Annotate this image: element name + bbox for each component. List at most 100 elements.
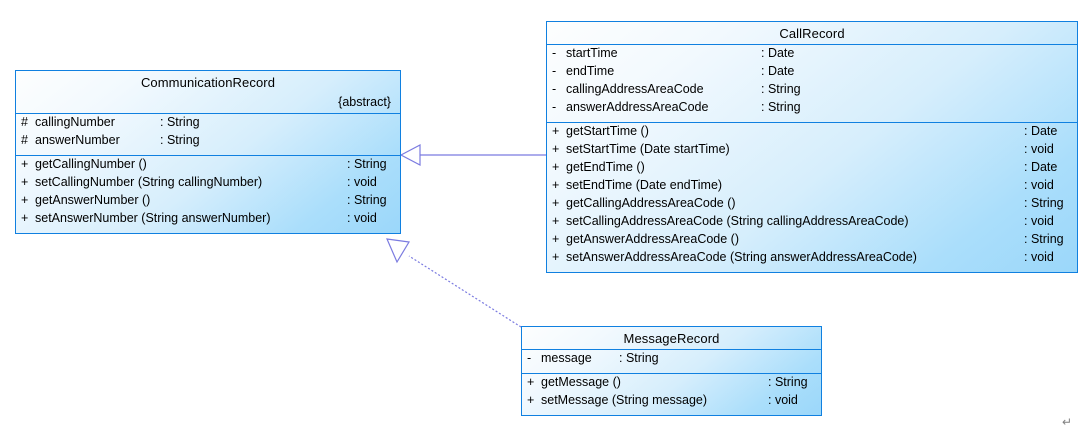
attribute-row[interactable]: - endTime : Date <box>547 65 1077 83</box>
operation-signature: setEndTime (Date endTime) <box>566 178 723 192</box>
operation-signature: setAnswerNumber (String answerNumber) <box>35 210 271 225</box>
operation-signature: getAnswerNumber () <box>35 192 151 207</box>
operation-signature: getEndTime () <box>566 160 645 174</box>
operation-row[interactable]: + getStartTime () : Date <box>547 125 1077 143</box>
visibility-marker: + <box>21 174 29 189</box>
visibility-marker: + <box>552 160 560 174</box>
operation-row[interactable]: + getEndTime () : Date <box>547 161 1077 179</box>
operation-return-type: : String <box>347 156 387 171</box>
operation-row[interactable]: + getAnswerAddressAreaCode () : String <box>547 233 1077 251</box>
visibility-marker: + <box>552 178 560 192</box>
visibility-marker: - <box>552 100 557 114</box>
operation-row[interactable]: + setCallingAddressAreaCode (String call… <box>547 215 1077 233</box>
attribute-name: startTime <box>566 46 618 60</box>
class-name: CommunicationRecord <box>140 75 276 90</box>
attribute-row[interactable]: - answerAddressAreaCode : String <box>547 101 1077 119</box>
generalization-line-dashed <box>408 255 522 328</box>
generalization-callrecord-to-communicationrecord <box>399 144 546 166</box>
hollow-triangle-arrowhead-icon <box>399 144 421 166</box>
attribute-row[interactable]: - message : String <box>522 352 821 370</box>
operation-return-type: : String <box>1024 196 1064 210</box>
visibility-marker: + <box>21 156 29 171</box>
attribute-name: answerAddressAreaCode <box>566 100 709 114</box>
generalization-messagerecord-to-communicationrecord <box>386 238 522 328</box>
operation-row[interactable]: + setEndTime (Date endTime) : void <box>547 179 1077 197</box>
visibility-marker: + <box>552 142 560 156</box>
attribute-name: callingAddressAreaCode <box>566 82 704 96</box>
attribute-row[interactable]: # callingNumber : String <box>16 114 400 134</box>
operations-compartment: + getCallingNumber () : String + setCall… <box>16 154 400 233</box>
visibility-marker: + <box>552 124 560 138</box>
attribute-type: : String <box>160 114 200 129</box>
operation-signature: getStartTime () <box>566 124 649 138</box>
visibility-marker: # <box>21 114 28 129</box>
visibility-marker: + <box>527 393 535 407</box>
attribute-name: callingNumber <box>35 114 115 129</box>
operation-signature: setStartTime (Date startTime) <box>566 142 730 156</box>
operation-return-type: : void <box>347 210 377 225</box>
visibility-marker: - <box>552 46 557 60</box>
operation-row[interactable]: + setMessage (String message) : void <box>522 394 821 412</box>
visibility-marker: - <box>527 351 532 365</box>
visibility-marker: + <box>527 375 535 389</box>
visibility-marker: + <box>552 250 560 264</box>
attribute-type: : String <box>160 132 200 147</box>
attribute-type: : String <box>619 351 659 365</box>
visibility-marker: + <box>21 192 29 207</box>
operation-row[interactable]: + setAnswerNumber (String answerNumber) … <box>16 210 400 230</box>
class-header-call-record: CallRecord <box>547 22 1077 44</box>
operation-return-type: : void <box>1024 178 1054 192</box>
operation-return-type: : Date <box>1024 124 1058 138</box>
operation-signature: setMessage (String message) <box>541 393 708 407</box>
attribute-name: message <box>541 351 592 365</box>
operation-row[interactable]: + getMessage () : String <box>522 376 821 394</box>
attribute-type: : Date <box>761 46 795 60</box>
visibility-marker: - <box>552 82 557 96</box>
visibility-marker: # <box>21 132 28 147</box>
class-name: CallRecord <box>779 26 845 41</box>
class-header-communication-record: CommunicationRecord {abstract} <box>16 71 400 113</box>
operation-row[interactable]: + setAnswerAddressAreaCode (String answe… <box>547 251 1077 269</box>
uml-class-message-record[interactable]: MessageRecord - message : String + getMe… <box>521 326 822 416</box>
operation-return-type: : Date <box>1024 160 1058 174</box>
operations-compartment: + getStartTime () : Date + setStartTime … <box>547 122 1077 272</box>
visibility-marker: + <box>552 214 560 228</box>
operation-row[interactable]: + getCallingNumber () : String <box>16 156 400 176</box>
operation-row[interactable]: + setCallingNumber (String callingNumber… <box>16 174 400 194</box>
visibility-marker: + <box>552 232 560 246</box>
class-stereotype-abstract: {abstract} <box>338 95 391 109</box>
attribute-type: : Date <box>761 64 795 78</box>
visibility-marker: - <box>552 64 557 78</box>
operation-return-type: : void <box>1024 250 1054 264</box>
operation-return-type: : String <box>1024 232 1064 246</box>
operation-row[interactable]: + getCallingAddressAreaCode () : String <box>547 197 1077 215</box>
hollow-triangle-arrowhead-icon <box>386 238 410 264</box>
attribute-row[interactable]: - callingAddressAreaCode : String <box>547 83 1077 101</box>
operation-signature: setCallingNumber (String callingNumber) <box>35 174 263 189</box>
operation-return-type: : void <box>1024 142 1054 156</box>
paragraph-return-icon: ↵ <box>1062 415 1073 429</box>
attribute-name: answerNumber <box>35 132 120 147</box>
class-header-message-record: MessageRecord <box>522 327 821 349</box>
attribute-type: : String <box>761 100 801 114</box>
operation-row[interactable]: + setStartTime (Date startTime) : void <box>547 143 1077 161</box>
attributes-compartment: - startTime : Date - endTime : Date - ca… <box>547 44 1077 122</box>
attributes-compartment: # callingNumber : String # answerNumber … <box>16 112 400 155</box>
operation-signature: getAnswerAddressAreaCode () <box>566 232 739 246</box>
operation-signature: setAnswerAddressAreaCode (String answerA… <box>566 250 917 264</box>
operation-return-type: : String <box>347 192 387 207</box>
uml-class-call-record[interactable]: CallRecord - startTime : Date - endTime … <box>546 21 1078 273</box>
visibility-marker: + <box>21 210 29 225</box>
operation-signature: getMessage () <box>541 375 621 389</box>
attribute-row[interactable]: - startTime : Date <box>547 47 1077 65</box>
operation-row[interactable]: + getAnswerNumber () : String <box>16 192 400 212</box>
operations-compartment: + getMessage () : String + setMessage (S… <box>522 373 821 415</box>
operation-return-type: : void <box>1024 214 1054 228</box>
uml-class-communication-record[interactable]: CommunicationRecord {abstract} # calling… <box>15 70 401 234</box>
operation-return-type: : void <box>347 174 377 189</box>
operation-signature: getCallingNumber () <box>35 156 147 171</box>
attributes-compartment: - message : String <box>522 349 821 373</box>
attribute-row[interactable]: # answerNumber : String <box>16 132 400 152</box>
attribute-type: : String <box>761 82 801 96</box>
operation-signature: getCallingAddressAreaCode () <box>566 196 736 210</box>
